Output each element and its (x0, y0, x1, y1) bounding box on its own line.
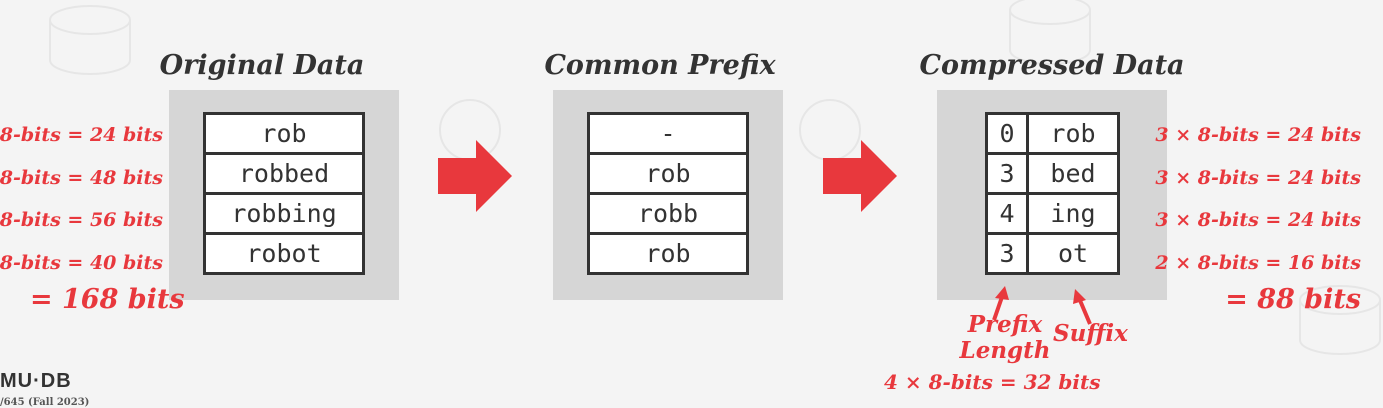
table-cell: robbed (203, 152, 365, 195)
table-cell: robbing (203, 192, 365, 235)
prefix-length-cell: 3 (985, 232, 1029, 275)
original-data-title: Original Data (159, 50, 365, 81)
pointer-arrows (992, 286, 1092, 325)
table-row: robbing (203, 192, 365, 235)
size-note: 3 × 8-bits = 24 bits (1155, 209, 1361, 231)
size-note: 2 × 8-bits = 16 bits (1155, 252, 1361, 274)
prefix-length-cell: 0 (985, 112, 1029, 155)
table-row: rob (587, 152, 749, 195)
table-cell: - (587, 112, 749, 155)
table-row: - (587, 112, 749, 155)
size-note: × 8-bits = 24 bits (0, 124, 163, 146)
size-note: 3 × 8-bits = 24 bits (1155, 167, 1361, 189)
table-cell: rob (587, 152, 749, 195)
table-row: 4 ing (985, 192, 1120, 235)
table-row: 0 rob (985, 112, 1120, 155)
suffix-cell: bed (1026, 152, 1120, 195)
compressed-data-title: Compressed Data (919, 50, 1185, 81)
table-row: robot (203, 232, 365, 275)
table-cell: robot (203, 232, 365, 275)
arrow-right-icon (823, 140, 897, 212)
prefix-length-size: 4 × 8-bits = 32 bits (884, 370, 1101, 394)
course-label: /645 (Fall 2023) (0, 397, 90, 408)
table-cell: robb (587, 192, 749, 235)
compressed-data-table: 0 rob 3 bed 4 ing 3 ot (985, 112, 1120, 275)
size-note: × 8-bits = 56 bits (0, 209, 163, 231)
prefix-length-label-line2: Length (959, 337, 1051, 364)
table-row: 3 bed (985, 152, 1120, 195)
prefix-length-cell: 4 (985, 192, 1029, 235)
common-prefix-table: - rob robb rob (587, 112, 749, 275)
size-note: × 8-bits = 48 bits (0, 167, 163, 189)
table-row: 3 ot (985, 232, 1120, 275)
size-note: 3 × 8-bits = 24 bits (1155, 124, 1361, 146)
prefix-length-cell: 3 (985, 152, 1029, 195)
right-total: = 88 bits (1225, 284, 1361, 315)
suffix-label: Suffix (1053, 320, 1128, 347)
suffix-cell: rob (1026, 112, 1120, 155)
prefix-length-label: Prefix Length (950, 312, 1060, 364)
suffix-cell: ot (1026, 232, 1120, 275)
brand-logo: MU·DB (0, 370, 72, 392)
table-row: robbed (203, 152, 365, 195)
suffix-cell: ing (1026, 192, 1120, 235)
size-note: × 8-bits = 40 bits (0, 252, 163, 274)
original-data-table: rob robbed robbing robot (203, 112, 365, 275)
table-row: robb (587, 192, 749, 235)
table-row: rob (203, 112, 365, 155)
arrow-right-icon (438, 140, 512, 212)
table-cell: rob (203, 112, 365, 155)
table-row: rob (587, 232, 749, 275)
table-cell: rob (587, 232, 749, 275)
common-prefix-title: Common Prefix (544, 50, 776, 81)
prefix-length-label-line1: Prefix (967, 311, 1043, 338)
left-total: = 168 bits (30, 284, 185, 315)
